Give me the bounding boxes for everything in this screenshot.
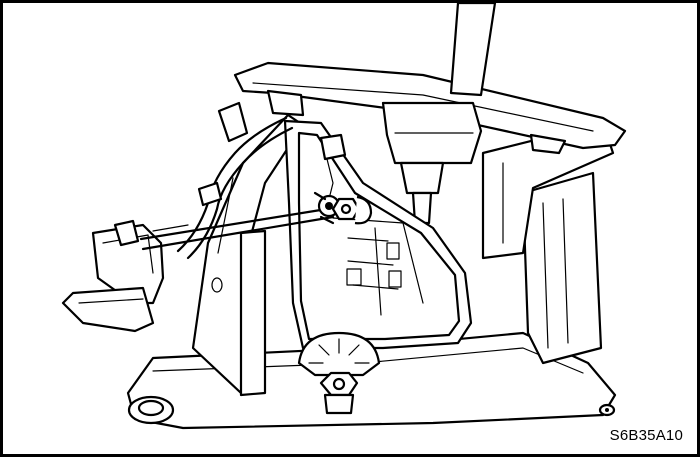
shift-lever-shaft — [449, 3, 497, 97]
mounting-hole-left — [127, 395, 175, 425]
pivot-wheel — [297, 331, 381, 377]
upper-clip — [217, 101, 347, 161]
main-housing-wall — [191, 113, 305, 397]
cable-end-bracket — [61, 219, 165, 333]
linkage-rod — [139, 206, 335, 251]
right-housing-block — [481, 121, 615, 365]
shift-gate-bracket — [283, 119, 473, 350]
linkage-nut — [313, 191, 373, 225]
mounting-hole-right — [598, 403, 616, 417]
lever-bushing-block — [381, 101, 483, 225]
shift-lever-assembly-illustration — [61, 3, 627, 430]
shift-cable — [176, 116, 294, 260]
pivot-nut — [319, 371, 359, 415]
figure-code: S6B35A10 — [609, 427, 683, 444]
